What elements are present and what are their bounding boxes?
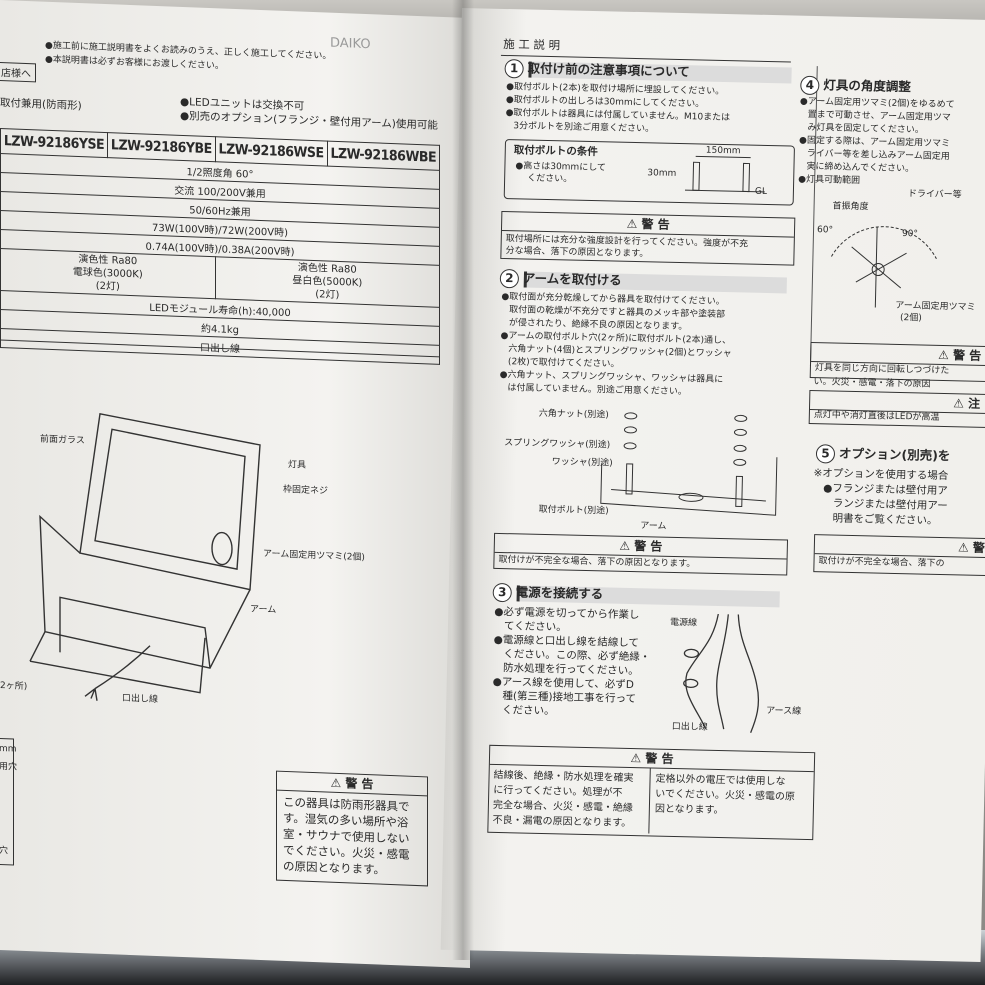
warning-line: 不良・漏電の原因となります。 xyxy=(492,814,632,830)
label-screwdriver: ドライバー等 xyxy=(907,189,962,201)
section-1-number: 1 xyxy=(504,58,524,79)
warning-right: 定格以外の電圧では使用しな いでください。火災・感電の原 因となります。 xyxy=(655,772,796,820)
warning-triangle-icon: ⚠ xyxy=(626,216,642,232)
dim-gl: GL xyxy=(754,186,768,197)
warning-triangle-icon: ⚠ xyxy=(937,347,954,363)
label-arm: アーム xyxy=(250,604,277,616)
caution-triangle-icon: ⚠ xyxy=(953,396,969,411)
warning-box-strength: ⚠ 警 告 取付場所には充分な強度設計を行ってください。強度が不充 分な場合、落… xyxy=(500,210,796,266)
section-2-items: ●取付面が充分乾燥してから器具を取付けてください。 取付面の乾燥が不充分ですと器… xyxy=(499,291,733,400)
label-ground-wire: アース線 xyxy=(766,706,802,717)
caution-title-text: 注 xyxy=(967,396,981,411)
warning-line: 分な場合、落下の原因となります。 xyxy=(505,246,649,260)
label-washer: ワッシャ(別途) xyxy=(551,457,613,469)
caution-line: 点灯中や消灯直後はLEDが高温 xyxy=(813,410,940,423)
warning-line: 取付けが不完全な場合、落下の xyxy=(818,556,945,570)
label-power-wire: 電源線 xyxy=(669,617,698,629)
warning-box-option: ⚠ 警 取付けが不完全な場合、落下の xyxy=(813,534,985,577)
warning-title-text: 警 告 xyxy=(634,539,663,554)
wiring-diagram xyxy=(683,613,760,733)
section-3-title-text: 電源を接続する xyxy=(515,584,604,602)
feature-2: ●別売のオプション(フランジ・壁付用アーム)使用可能 xyxy=(180,109,438,132)
warning-left: 結線後、絶縁・防水処理を確実 に行ってください。処理が不 完全な場合、火災・感電… xyxy=(492,768,633,831)
label-90-deg: 90° xyxy=(901,229,919,240)
label-spring-washer: スプリングワッシャ(別途) xyxy=(504,438,611,451)
section-5-number: 5 xyxy=(815,444,836,464)
warning-triangle-icon: ⚠ xyxy=(619,538,635,554)
dim-150mm: 150mm xyxy=(705,145,741,157)
warning-triangle-icon: ⚠ xyxy=(630,751,646,766)
label-mount-bolt: 取付ボルト(別途) xyxy=(538,504,609,517)
warning-box-wiring: ⚠ 警 告 結線後、絶縁・防水処理を確実 に行ってください。処理が不 完全な場合… xyxy=(487,744,816,841)
warning-title-text: 警 告 xyxy=(952,348,982,363)
customer-tag: 店様へ xyxy=(0,61,36,83)
label-lead-wire: 口出し線 xyxy=(122,693,159,706)
bolt-condition-line: ください。 xyxy=(527,173,573,185)
label-60-deg: 60° xyxy=(816,225,834,236)
section-1-title-text: 取付け前の注意事項について xyxy=(527,60,690,80)
label-arm: アーム xyxy=(640,521,667,532)
section-4-items: ●アーム固定用ツマミ(2個)をゆるめて 置まで可動させ、アーム固定用ツマ み灯具… xyxy=(798,96,955,190)
arm-bolt-diagram xyxy=(600,412,778,516)
section-header: 施 工 説 明 xyxy=(503,36,561,53)
section-1-items: ●取付ボルト(2本)を取付け場所に埋設してください。 ●取付ボルトの出しろは30… xyxy=(505,81,731,138)
side-table: mm 用穴 穴 xyxy=(0,737,18,866)
label-hex-nut: 六角ナット(別途) xyxy=(538,408,609,421)
label-swing-angle: 首振角度 xyxy=(832,201,869,213)
caution-box: ⚠ 注 点灯中や消灯直後はLEDが高温 xyxy=(808,389,985,429)
bolt-condition-title: 取付ボルトの条件 xyxy=(513,144,598,159)
warning-title-text: 警 告 xyxy=(645,751,674,766)
feature-left: 取付兼用(防雨形) xyxy=(0,97,82,113)
fixture-diagram xyxy=(0,339,440,701)
section-5-title-text: オプション(別売)を xyxy=(838,445,951,464)
bolt-dimension-diagram xyxy=(684,155,765,193)
warning-box-mount: ⚠ 警 告 取付けが不完全な場合、落下の原因となります。 xyxy=(493,532,789,576)
label-frame-screw: 枠固定ネジ xyxy=(283,484,329,497)
bolt-condition-box: 取付ボルトの条件 ●高さは30mmにして ください。 150mm 30mm GL xyxy=(503,139,795,206)
angle-diagram xyxy=(831,226,937,308)
dim-30mm: 30mm xyxy=(647,168,677,179)
section-4-title-text: 灯具の角度調整 xyxy=(823,77,912,95)
warning-triangle-icon: ⚠ xyxy=(330,775,346,791)
side-label-hole: 用穴 xyxy=(0,761,18,773)
page-fold-shadow xyxy=(452,0,474,960)
label-lead-wire: 口出し線 xyxy=(671,721,708,733)
warning-triangle-icon: ⚠ xyxy=(957,540,974,555)
item: 明書をご覧ください。 xyxy=(832,512,938,527)
warning-title-text: 警 xyxy=(972,540,985,555)
side-label-hole-2: 穴 xyxy=(0,845,9,857)
left-page: ●施工前に施工説明書をよくお読みのうえ、正しく施工してください。 ●本説明書は必… xyxy=(0,0,470,969)
section-4-number: 4 xyxy=(800,75,820,96)
warning-body: この器具は防雨形器具で す。湿気の多い場所や浴 室・サウナで使用しない でくださ… xyxy=(283,794,410,879)
warning-box-rainproof: ⚠ 警 告 この器具は防雨形器具で す。湿気の多い場所や浴 室・サウナで使用しな… xyxy=(276,770,428,887)
spec-table: LZW-92186YSE LZW-92186YBE LZW-92186WSE L… xyxy=(0,128,440,365)
warning-title-text: 警 告 xyxy=(641,217,670,232)
warning-title-text: 警 告 xyxy=(345,776,374,792)
warning-title: ⚠ 警 告 xyxy=(277,771,427,797)
warning-line: 灯具を同じ方向に回転しつづけた xyxy=(814,363,950,377)
section-3-items: ●必ず電源を切ってから作業し てください。 ●電源線と口出し線を結線して くださ… xyxy=(492,605,652,721)
label-knob-count: (2個) xyxy=(899,313,922,324)
section-2-title-text: アームを取付ける xyxy=(522,270,622,288)
label-two-places: 2ヶ所) xyxy=(0,681,28,693)
section-3-number: 3 xyxy=(492,582,512,603)
section-2-number: 2 xyxy=(499,268,520,289)
side-label-mm: mm xyxy=(0,743,17,755)
label-body: 灯具 xyxy=(288,460,307,471)
warning-divider xyxy=(648,767,651,834)
section-5-items: ※オプションを使用する場合 ●フランジまたは壁付用ア ランジまたは壁付用アー 明… xyxy=(812,466,948,529)
warning-line: い。火災・感電・落下の原因 xyxy=(813,377,931,390)
label-front-glass: 前面ガラス xyxy=(40,434,85,447)
brand-logo: DAIKO xyxy=(330,35,371,53)
